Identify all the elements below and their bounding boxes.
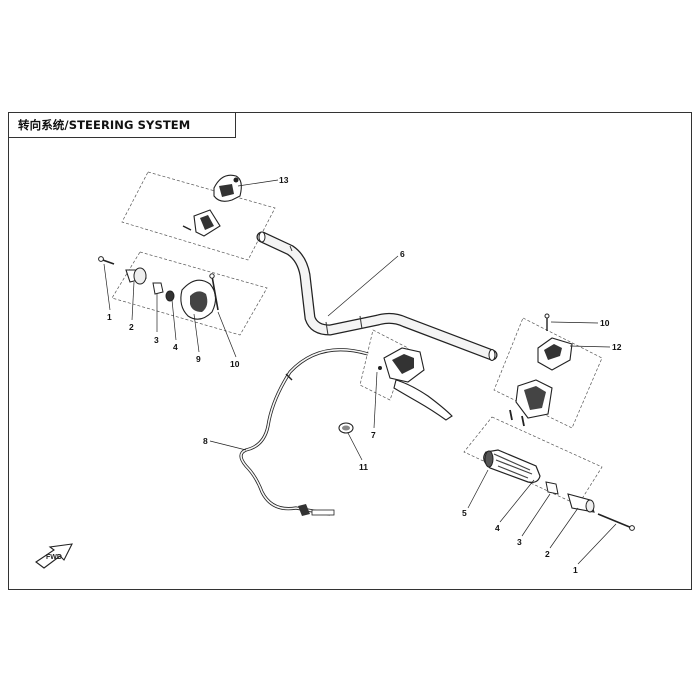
- callout-7: 7: [371, 430, 376, 440]
- callout-3-left: 3: [154, 335, 159, 345]
- callout-3-right: 3: [517, 537, 522, 547]
- group-outline-left-grip: [111, 251, 268, 336]
- callout-1-right: 1: [573, 565, 578, 575]
- switch-housing-13: [182, 174, 242, 237]
- group-outlines: [111, 171, 603, 506]
- forward-arrow-icon: FWD: [35, 543, 73, 569]
- switch-housing-12: [509, 313, 573, 427]
- callout-10-right: 10: [600, 318, 610, 328]
- callout-9: 9: [196, 354, 201, 364]
- callout-8: 8: [203, 436, 208, 446]
- callout-2-left: 2: [129, 322, 134, 332]
- throttle-cable-8: [239, 348, 369, 516]
- leader-lines: [103, 179, 617, 565]
- bushing-11: [338, 422, 354, 434]
- page-title: 转向系统/STEERING SYSTEM: [18, 118, 191, 132]
- group-outline-12: [493, 317, 603, 429]
- title-box: [8, 112, 236, 138]
- right-grip-assembly: [483, 449, 635, 531]
- callout-5: 5: [462, 508, 467, 518]
- diagram-frame: [8, 112, 692, 590]
- callout-2-right: 2: [545, 549, 550, 559]
- brake-lever-7: [378, 347, 453, 421]
- callout-12: 12: [612, 342, 622, 352]
- left-grip-assembly: [98, 256, 219, 320]
- callout-6: 6: [400, 249, 405, 259]
- callout-4-right: 4: [495, 523, 500, 533]
- callout-4-left: 4: [173, 342, 178, 352]
- handlebar: [256, 231, 498, 361]
- callout-1-left: 1: [107, 312, 112, 322]
- callout-13: 13: [279, 175, 289, 185]
- callout-11: 11: [359, 462, 368, 472]
- callout-10-left: 10: [230, 359, 240, 369]
- group-outline-13: [121, 171, 276, 261]
- forward-arrow-label: FWD: [46, 554, 62, 561]
- callout-labels: 13 6 1 2 3 4 9 10 10 12 7 8 11 5 4 3 2 1: [107, 175, 622, 575]
